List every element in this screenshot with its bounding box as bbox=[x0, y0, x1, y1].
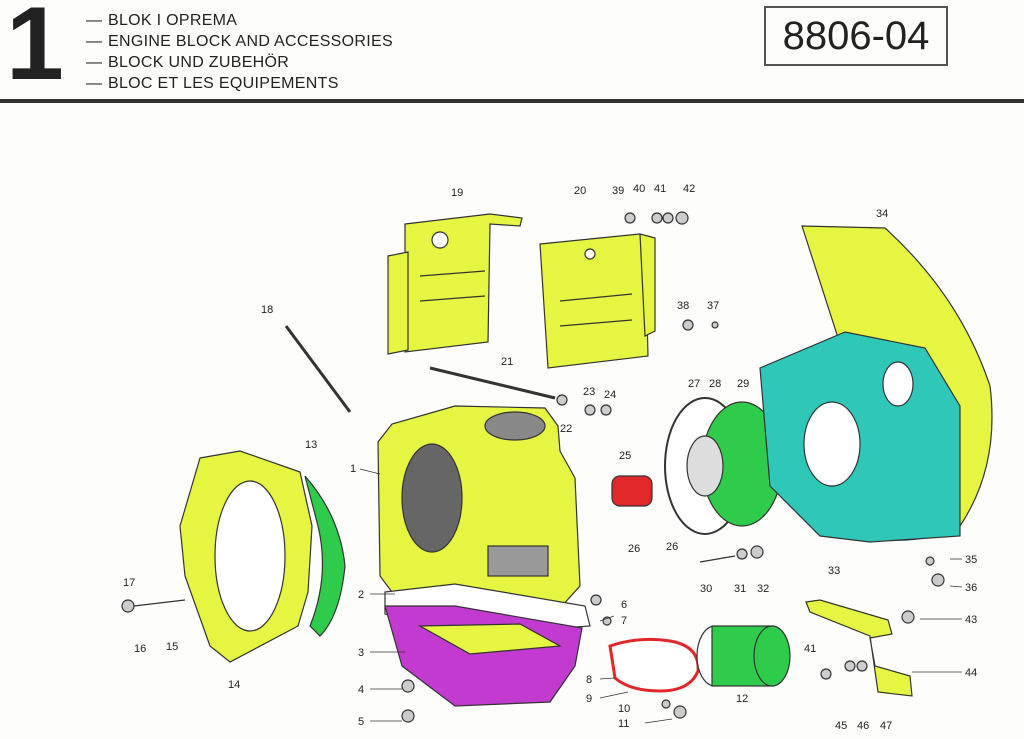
header-rule bbox=[0, 99, 1024, 103]
part-label: 35 bbox=[965, 554, 977, 566]
part-33-back-plate bbox=[759, 331, 961, 543]
part-label: 3 bbox=[358, 647, 364, 659]
part-label: 1 bbox=[350, 463, 356, 475]
part-label: 31 bbox=[734, 583, 746, 595]
part-25-bushing bbox=[611, 475, 653, 507]
title-block: — BLOK I OPREMA — ENGINE BLOCK AND ACCESSO… bbox=[86, 10, 393, 94]
part-labels: 1 2 3 4 5 6 7 8 9 10 11 12 13 14 15 16 1… bbox=[123, 183, 977, 732]
title-text: BLOC ET LES EQUIPEMENTS bbox=[108, 75, 339, 92]
part-label: 9 bbox=[586, 693, 592, 705]
part-label: 14 bbox=[228, 679, 240, 691]
dash: — bbox=[86, 75, 103, 92]
part-label: 10 bbox=[618, 703, 630, 715]
part-label: 5 bbox=[358, 716, 364, 728]
dash: — bbox=[86, 33, 103, 50]
dash: — bbox=[86, 54, 103, 71]
bore bbox=[686, 435, 724, 497]
part-label: 20 bbox=[574, 185, 586, 197]
part-label: 2 bbox=[358, 589, 364, 601]
part-label: 26 bbox=[628, 543, 640, 555]
part-13-gasket bbox=[304, 475, 346, 637]
part-label: 41 bbox=[654, 183, 666, 195]
part-label: 29 bbox=[737, 378, 749, 390]
part-label: 11 bbox=[618, 718, 629, 730]
part-label: 4 bbox=[358, 684, 364, 696]
part-label: 37 bbox=[707, 300, 719, 312]
part-label: 15 bbox=[166, 641, 178, 653]
part-8-pump bbox=[608, 637, 700, 693]
part-44-bracket bbox=[805, 599, 913, 697]
part-label: 45 bbox=[835, 720, 847, 732]
part-label: 26 bbox=[666, 541, 678, 553]
drawing-code: 8806-04 bbox=[764, 6, 948, 66]
part-label: 25 bbox=[619, 450, 631, 462]
part-label: 33 bbox=[828, 565, 840, 577]
part-label: 16 bbox=[134, 643, 146, 655]
title-english: — ENGINE BLOCK AND ACCESSORIES bbox=[86, 31, 393, 52]
part-20-bracket bbox=[539, 233, 656, 369]
part-label: 22 bbox=[560, 423, 572, 435]
title-french: — BLOC ET LES EQUIPEMENTS bbox=[86, 73, 393, 94]
part-3-oil-pan bbox=[384, 605, 583, 707]
part-label: 13 bbox=[305, 439, 317, 451]
part-21-rod bbox=[429, 366, 556, 400]
part-12-oil-filter bbox=[696, 625, 791, 687]
part-14-flywheel-housing bbox=[179, 450, 313, 663]
part-label: 23 bbox=[583, 386, 595, 398]
part-label: 44 bbox=[965, 667, 977, 679]
part-label: 38 bbox=[677, 300, 689, 312]
title-german: — BLOCK UND ZUBEHÖR bbox=[86, 52, 393, 73]
part-label: 12 bbox=[736, 693, 748, 705]
part-label: 32 bbox=[757, 583, 769, 595]
page-header: 1 — BLOK I OPREMA — ENGINE BLOCK AND ACCES… bbox=[0, 0, 1024, 106]
fasteners bbox=[121, 211, 945, 723]
part-label: 24 bbox=[604, 389, 616, 401]
part-label: 34 bbox=[876, 208, 888, 220]
part-label: 46 bbox=[857, 720, 869, 732]
part-label: 41 bbox=[804, 643, 816, 655]
leader-lines bbox=[359, 468, 963, 724]
part-label: 6 bbox=[621, 599, 627, 611]
part-1-engine-block bbox=[377, 405, 581, 617]
part-label: 21 bbox=[501, 356, 513, 368]
title-serbian: — BLOK I OPREMA bbox=[86, 10, 393, 31]
part-18-dipstick bbox=[284, 325, 352, 413]
section-number: 1 bbox=[6, 0, 64, 102]
part-label: 36 bbox=[965, 582, 977, 594]
title-text: BLOCK UND ZUBEHÖR bbox=[108, 54, 290, 71]
part-label: 27 bbox=[688, 378, 700, 390]
exploded-parts-diagram: 1 2 3 4 5 6 7 8 9 10 11 12 13 14 15 16 1… bbox=[121, 183, 993, 732]
part-label: 8 bbox=[586, 674, 592, 686]
part-label: 39 bbox=[612, 185, 624, 197]
dash: — bbox=[86, 12, 103, 29]
part-label: 43 bbox=[965, 614, 977, 626]
part-19-bracket bbox=[387, 213, 523, 355]
part-label: 28 bbox=[709, 378, 721, 390]
part-label: 18 bbox=[261, 304, 273, 316]
part-label: 19 bbox=[451, 187, 463, 199]
part-label: 42 bbox=[683, 183, 695, 195]
part-label: 47 bbox=[880, 720, 892, 732]
title-text: BLOK I OPREMA bbox=[108, 12, 238, 29]
part-label: 30 bbox=[700, 583, 712, 595]
part-label: 7 bbox=[621, 615, 627, 627]
part-label: 17 bbox=[123, 577, 135, 589]
part-label: 40 bbox=[633, 183, 645, 195]
title-text: ENGINE BLOCK AND ACCESSORIES bbox=[108, 33, 393, 50]
